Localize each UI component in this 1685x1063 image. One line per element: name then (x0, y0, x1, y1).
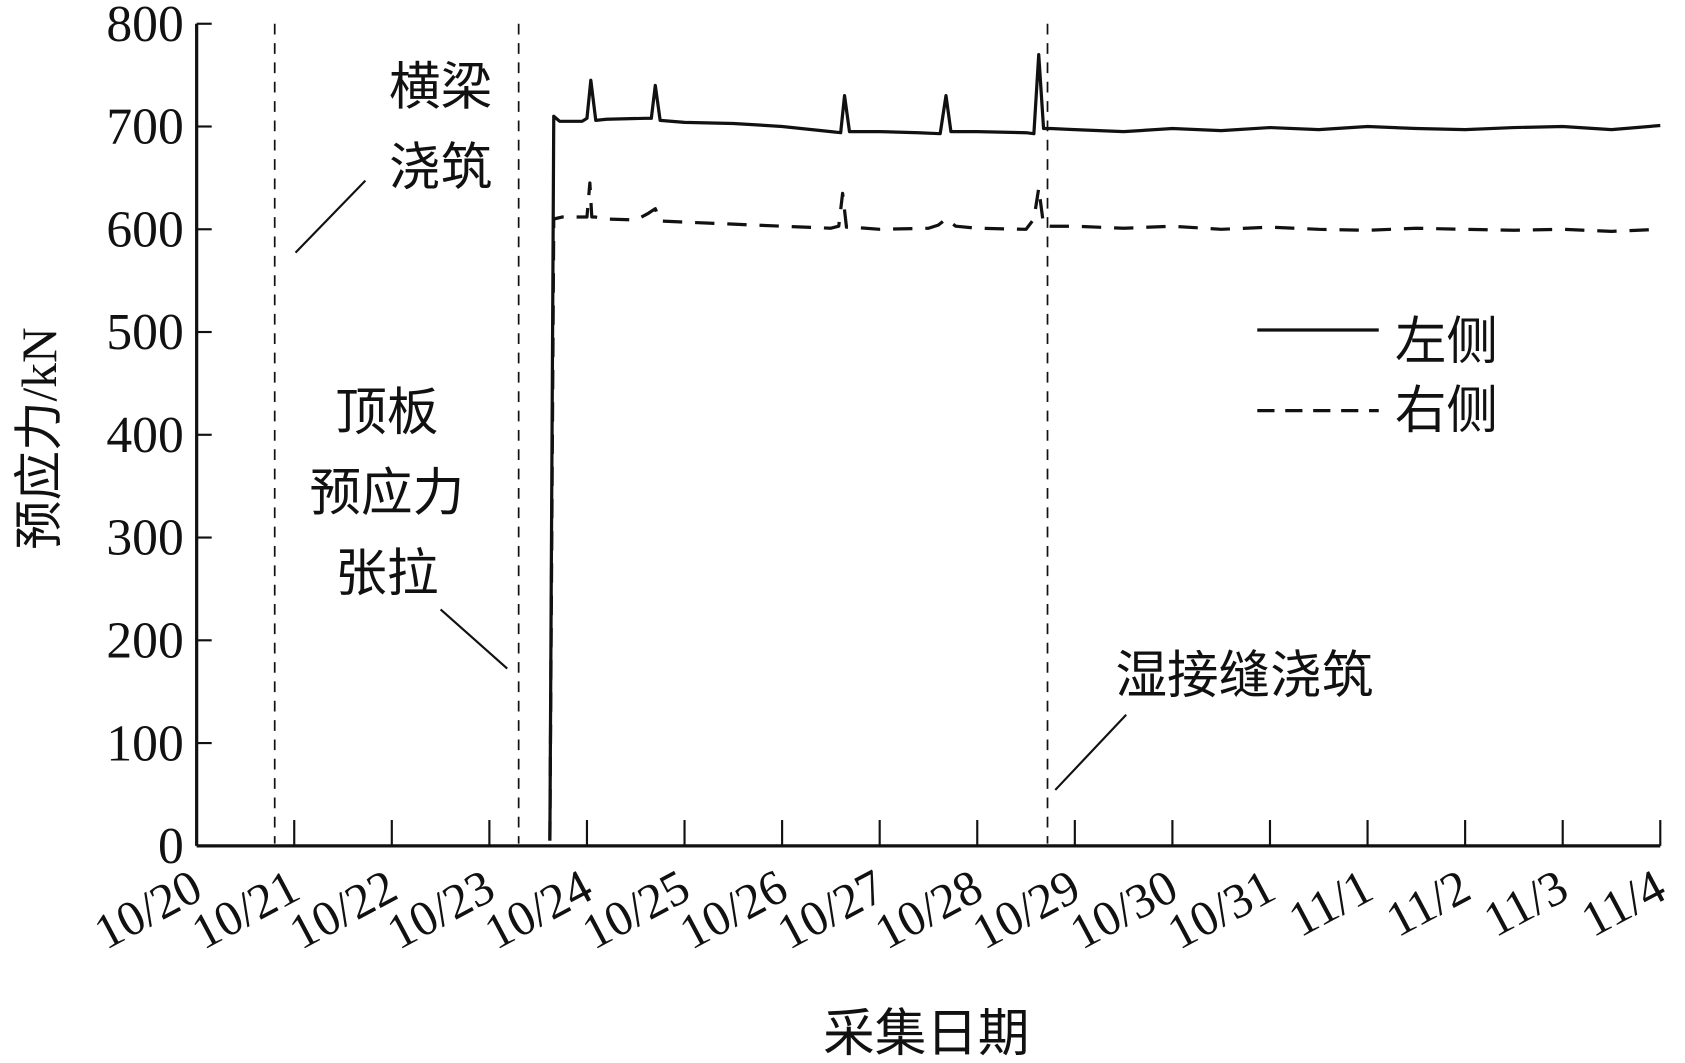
y-tick-label: 0 (158, 818, 184, 875)
legend-label-left: 左侧 (1395, 314, 1498, 371)
annotation-leader (439, 608, 508, 670)
y-tick-label: 200 (106, 612, 183, 669)
x-tick-label: 11/4 (1572, 859, 1674, 948)
x-axis-label: 采集日期 (823, 1006, 1029, 1063)
x-tick-label: 10/31 (1159, 859, 1284, 960)
annotation-deck-tensioning: 顶板 预应力 张拉 (309, 385, 508, 670)
x-tick-label: 11/3 (1475, 859, 1577, 948)
axes (195, 22, 1662, 848)
series-right-line (548, 181, 1661, 841)
event-lines (273, 23, 1049, 844)
y-tick-label: 100 (106, 715, 183, 772)
x-tick-label: 11/2 (1377, 859, 1479, 948)
y-tick-label: 700 (106, 99, 183, 156)
legend-label-right: 右侧 (1395, 383, 1498, 440)
legend: 左侧 右侧 (1257, 314, 1498, 440)
annotation-line: 浇筑 (389, 140, 492, 197)
annotation-line: 横梁 (389, 59, 492, 116)
y-tick-label: 400 (106, 407, 183, 464)
annotation-crossbeam: 横梁 浇筑 (294, 59, 492, 254)
y-axis-label: 预应力/kN (12, 327, 67, 549)
y-tick-label: 500 (106, 304, 183, 361)
y-tick-label: 300 (106, 510, 183, 567)
annotation-line: 张拉 (335, 546, 438, 603)
series-left-line (548, 52, 1661, 841)
series-lines (548, 52, 1661, 841)
annotation-line: 顶板 (335, 385, 438, 442)
y-tick-label: 600 (106, 201, 183, 258)
annotation-leader (294, 179, 367, 254)
annotation-leader (1054, 713, 1127, 791)
annotation-wet-joint: 湿接缝浇筑 (1054, 648, 1373, 791)
annotation-line: 湿接缝浇筑 (1115, 648, 1373, 705)
y-tick-label: 800 (106, 0, 183, 53)
x-tick-label: 11/1 (1280, 859, 1382, 948)
annotation-line: 预应力 (309, 466, 464, 523)
